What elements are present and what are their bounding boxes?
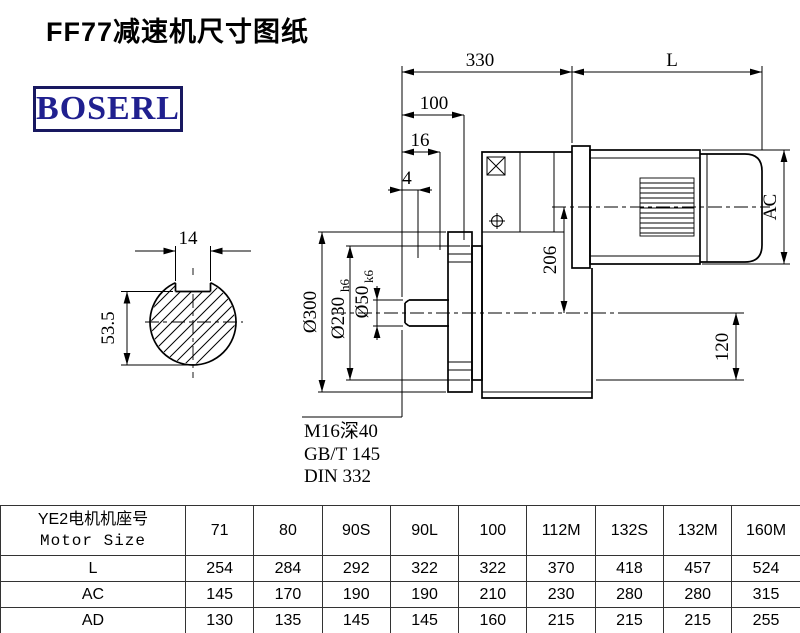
table-cell: 135: [253, 607, 323, 633]
table-cell: 145: [321, 607, 391, 633]
row-label-AD: AD: [0, 607, 186, 633]
table-row-AD: AD 130 135 145 145 160 215 215 215 255: [0, 607, 800, 633]
table-cell: 457: [663, 555, 733, 582]
section-hatching: [151, 280, 235, 364]
row-label-L: L: [0, 555, 186, 582]
table-cell: 418: [594, 555, 665, 582]
table-cell: 524: [731, 555, 800, 582]
dim-shaft-tolerance: k6: [361, 270, 376, 284]
table-cell: 284: [253, 555, 323, 582]
table-cell: 215: [594, 607, 665, 633]
note-tap-size: M16深40: [304, 420, 378, 442]
motor-fins: [639, 177, 695, 237]
dimension-drawing: 14 53.5: [98, 50, 790, 487]
table-cell: 160: [458, 607, 528, 633]
motor-size-132m: 132M: [663, 505, 733, 556]
motor-size-header-cn: YE2电机机座号: [37, 510, 149, 528]
fan-cover: [700, 153, 763, 263]
dim-top-chain: 330 L 100 16 4: [388, 50, 763, 297]
motor-size-112m: 112M: [526, 505, 596, 556]
table-cell: 280: [594, 581, 665, 608]
output-shaft: [404, 299, 449, 327]
dim-flange-od-label: Ø300: [300, 291, 321, 333]
dim-L-label: L: [666, 50, 678, 71]
note-gb-standard: GB/T 145: [304, 444, 380, 465]
table-cell: 190: [321, 581, 391, 608]
dim-keyway-height: 53.5: [98, 291, 191, 366]
table-cell: 145: [389, 607, 460, 633]
table-cell: 370: [526, 555, 596, 582]
shaft-tap-notes: M16深40 GB/T 145 DIN 332: [302, 330, 403, 487]
dim-100-label: 100: [420, 93, 449, 114]
motor-size-80: 80: [253, 505, 323, 556]
motor-size-160m: 160M: [731, 505, 800, 556]
table-cell: 190: [389, 581, 460, 608]
table-cell: 210: [458, 581, 528, 608]
motor-size-header-en: Motor Size: [39, 531, 146, 550]
motor-size-132s: 132S: [594, 505, 665, 556]
dim-120-label: 120: [712, 333, 733, 362]
dim-14-label: 14: [179, 228, 199, 249]
dim-16-label: 16: [411, 130, 430, 151]
housing-body: [481, 151, 593, 399]
motor-size-90s: 90S: [321, 505, 391, 556]
table-cell: 145: [184, 581, 255, 608]
table-cell: 322: [458, 555, 528, 582]
table-cell: 130: [184, 607, 255, 633]
table-row-AC: AC 145 170 190 190 210 230 280 280 315: [0, 581, 800, 608]
dim-verticals: 206 120 AC: [540, 149, 790, 381]
page-title: FF77减速机尺寸图纸: [46, 17, 310, 47]
motor-size-100: 100: [458, 505, 528, 556]
table-cell: 322: [389, 555, 460, 582]
dim-53-5-label: 53.5: [98, 311, 119, 344]
table-cell: 215: [663, 607, 733, 633]
table-cell: 255: [731, 607, 800, 633]
shaft-cross-section: [145, 268, 243, 378]
motor-body: [589, 149, 701, 265]
dim-spigot-label: Ø230: [328, 297, 349, 339]
row-label-AC: AC: [0, 581, 186, 608]
dim-keyway-width: 14: [135, 228, 251, 281]
table-cell: 230: [526, 581, 596, 608]
table-cell: 292: [321, 555, 391, 582]
table-cell: 315: [731, 581, 800, 608]
table-header-row: YE2电机机座号 Motor Size 71 80 90S 90L 100 11…: [0, 505, 800, 556]
size-table: YE2电机机座号 Motor Size 71 80 90S 90L 100 11…: [0, 505, 800, 633]
dim-206-label: 206: [540, 246, 561, 275]
dim-330-label: 330: [466, 50, 495, 71]
table-cell: 254: [184, 555, 255, 582]
table-row-L: L 254 284 292 322 322 370 418 457 524: [0, 555, 800, 582]
boserl-logo: BOSERL: [33, 86, 183, 132]
dim-spigot-tolerance: h6: [337, 279, 352, 293]
motor-size-90l: 90L: [389, 505, 460, 556]
output-flange: [447, 231, 473, 393]
motor-size-header: YE2电机机座号 Motor Size: [0, 505, 186, 556]
dim-shaft-label: Ø50: [352, 286, 373, 319]
table-cell: 280: [663, 581, 733, 608]
dim-AC-label: AC: [760, 194, 781, 220]
note-din-standard: DIN 332: [304, 466, 371, 487]
table-cell: 215: [526, 607, 596, 633]
boserl-logo-text: BOSERL: [36, 90, 180, 127]
dim-diameters: Ø300 Ø230 h6 Ø50 k6: [300, 231, 470, 393]
keyway-cutout: [175, 275, 211, 292]
motor-size-71: 71: [184, 505, 255, 556]
gearbox-outline: [332, 145, 770, 399]
table-cell: 170: [253, 581, 323, 608]
dim-4-label: 4: [402, 168, 412, 189]
lifting-hole: [486, 156, 506, 176]
